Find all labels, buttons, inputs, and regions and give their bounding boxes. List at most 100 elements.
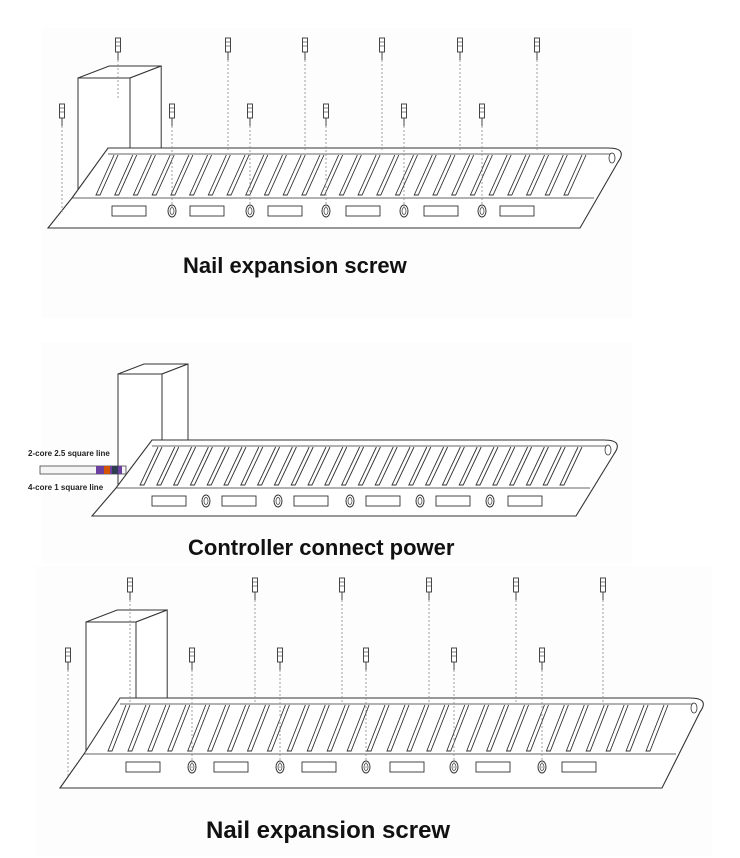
spike-tooth bbox=[376, 154, 400, 196]
spike-tooth bbox=[424, 446, 449, 486]
expansion-screw bbox=[479, 103, 485, 210]
spike-tooth bbox=[206, 704, 231, 752]
screw-body bbox=[225, 37, 231, 53]
spike-tooth bbox=[366, 704, 390, 752]
expansion-screw bbox=[600, 577, 606, 704]
spike-tooth bbox=[246, 704, 270, 752]
spike-tooth bbox=[625, 704, 649, 752]
screw-body bbox=[115, 37, 121, 53]
spike-row bbox=[107, 704, 669, 752]
spike-tooth bbox=[446, 704, 470, 752]
spike-tooth bbox=[114, 154, 138, 196]
spike-tooth bbox=[127, 704, 151, 752]
spike-tooth bbox=[301, 154, 325, 196]
front-window bbox=[499, 205, 535, 217]
screw-body bbox=[534, 37, 540, 53]
spike-tooth bbox=[357, 446, 381, 486]
spike-tooth bbox=[391, 446, 415, 486]
expansion-screw bbox=[426, 577, 432, 704]
screw-body bbox=[401, 103, 407, 119]
spike-tooth bbox=[147, 704, 171, 752]
anchor-hole-inner bbox=[479, 207, 485, 215]
screw-body bbox=[513, 577, 519, 593]
deck-front-panel bbox=[111, 152, 616, 218]
spike-tooth bbox=[263, 154, 287, 196]
spike-tooth bbox=[132, 154, 156, 196]
expansion-screw bbox=[115, 37, 121, 100]
screw-body bbox=[479, 103, 485, 119]
spike-tooth bbox=[488, 154, 512, 196]
expansion-screw bbox=[339, 577, 345, 704]
screw-body bbox=[169, 103, 175, 119]
anchor-hole-inner bbox=[347, 497, 353, 505]
deck-outline bbox=[58, 697, 704, 789]
expansion-screw bbox=[277, 647, 283, 768]
panel-3-road-blocker bbox=[58, 577, 704, 789]
spike-tooth bbox=[167, 704, 191, 752]
spike-tooth bbox=[525, 154, 549, 196]
spike-tooth bbox=[156, 446, 180, 486]
end-cap-hole bbox=[690, 702, 698, 714]
expansion-screw bbox=[127, 577, 133, 704]
expansion-screw bbox=[534, 37, 540, 152]
spike-tooth bbox=[386, 704, 410, 752]
front-window bbox=[365, 495, 401, 507]
spike-tooth bbox=[266, 704, 290, 752]
spike-tooth bbox=[346, 704, 370, 752]
front-window bbox=[221, 495, 257, 507]
deck-front-panel bbox=[125, 702, 698, 774]
spike-tooth bbox=[107, 704, 131, 752]
spike-tooth bbox=[256, 446, 281, 486]
front-window bbox=[507, 495, 543, 507]
front-window bbox=[435, 495, 471, 507]
spike-tooth bbox=[223, 446, 247, 486]
spike-tooth bbox=[508, 446, 533, 486]
anchor-hole-inner bbox=[169, 207, 175, 215]
screw-body bbox=[59, 103, 65, 119]
caption-panel-3: Nail expansion screw bbox=[206, 817, 451, 844]
screw-body bbox=[323, 103, 329, 119]
spike-tooth bbox=[413, 154, 437, 196]
panel-2-road-blocker bbox=[90, 363, 618, 517]
front-window bbox=[561, 761, 597, 773]
spike-tooth bbox=[450, 154, 475, 196]
spike-tooth bbox=[542, 446, 566, 486]
spike-tooth bbox=[290, 446, 314, 486]
spike-tooth bbox=[338, 154, 362, 196]
front-window bbox=[475, 761, 511, 773]
spike-tooth bbox=[307, 446, 331, 486]
caption-panel-1: Nail expansion screw bbox=[183, 253, 407, 278]
screw-body bbox=[65, 647, 71, 663]
screw-body bbox=[379, 37, 385, 53]
screw-body bbox=[363, 647, 369, 663]
spike-tooth bbox=[187, 704, 211, 752]
end-cap-hole bbox=[608, 152, 616, 164]
anchor-hole-inner bbox=[275, 497, 281, 505]
spike-tooth bbox=[151, 154, 175, 196]
expansion-screw bbox=[252, 577, 258, 704]
expansion-screw bbox=[302, 37, 308, 152]
spike-tooth bbox=[95, 154, 119, 196]
spike-tooth bbox=[189, 446, 213, 486]
expansion-screw bbox=[65, 647, 71, 776]
screw-body bbox=[451, 647, 457, 663]
spike-tooth bbox=[282, 154, 306, 196]
spike-tooth bbox=[469, 154, 493, 196]
screw-body bbox=[302, 37, 308, 53]
spike-row bbox=[139, 446, 583, 486]
end-cap-hole bbox=[604, 444, 612, 456]
screw-body bbox=[127, 577, 133, 593]
expansion-screw bbox=[401, 103, 407, 210]
spike-tooth bbox=[485, 704, 510, 752]
expansion-screw bbox=[169, 103, 175, 210]
front-window bbox=[213, 761, 249, 773]
front-window bbox=[267, 205, 303, 217]
spike-tooth bbox=[565, 704, 589, 752]
expansion-screw bbox=[323, 103, 329, 210]
spike-tooth bbox=[340, 446, 365, 486]
expansion-screw bbox=[363, 647, 369, 768]
spike-tooth bbox=[170, 154, 194, 196]
spike-tooth bbox=[544, 154, 568, 196]
spike-tooth bbox=[563, 154, 587, 196]
